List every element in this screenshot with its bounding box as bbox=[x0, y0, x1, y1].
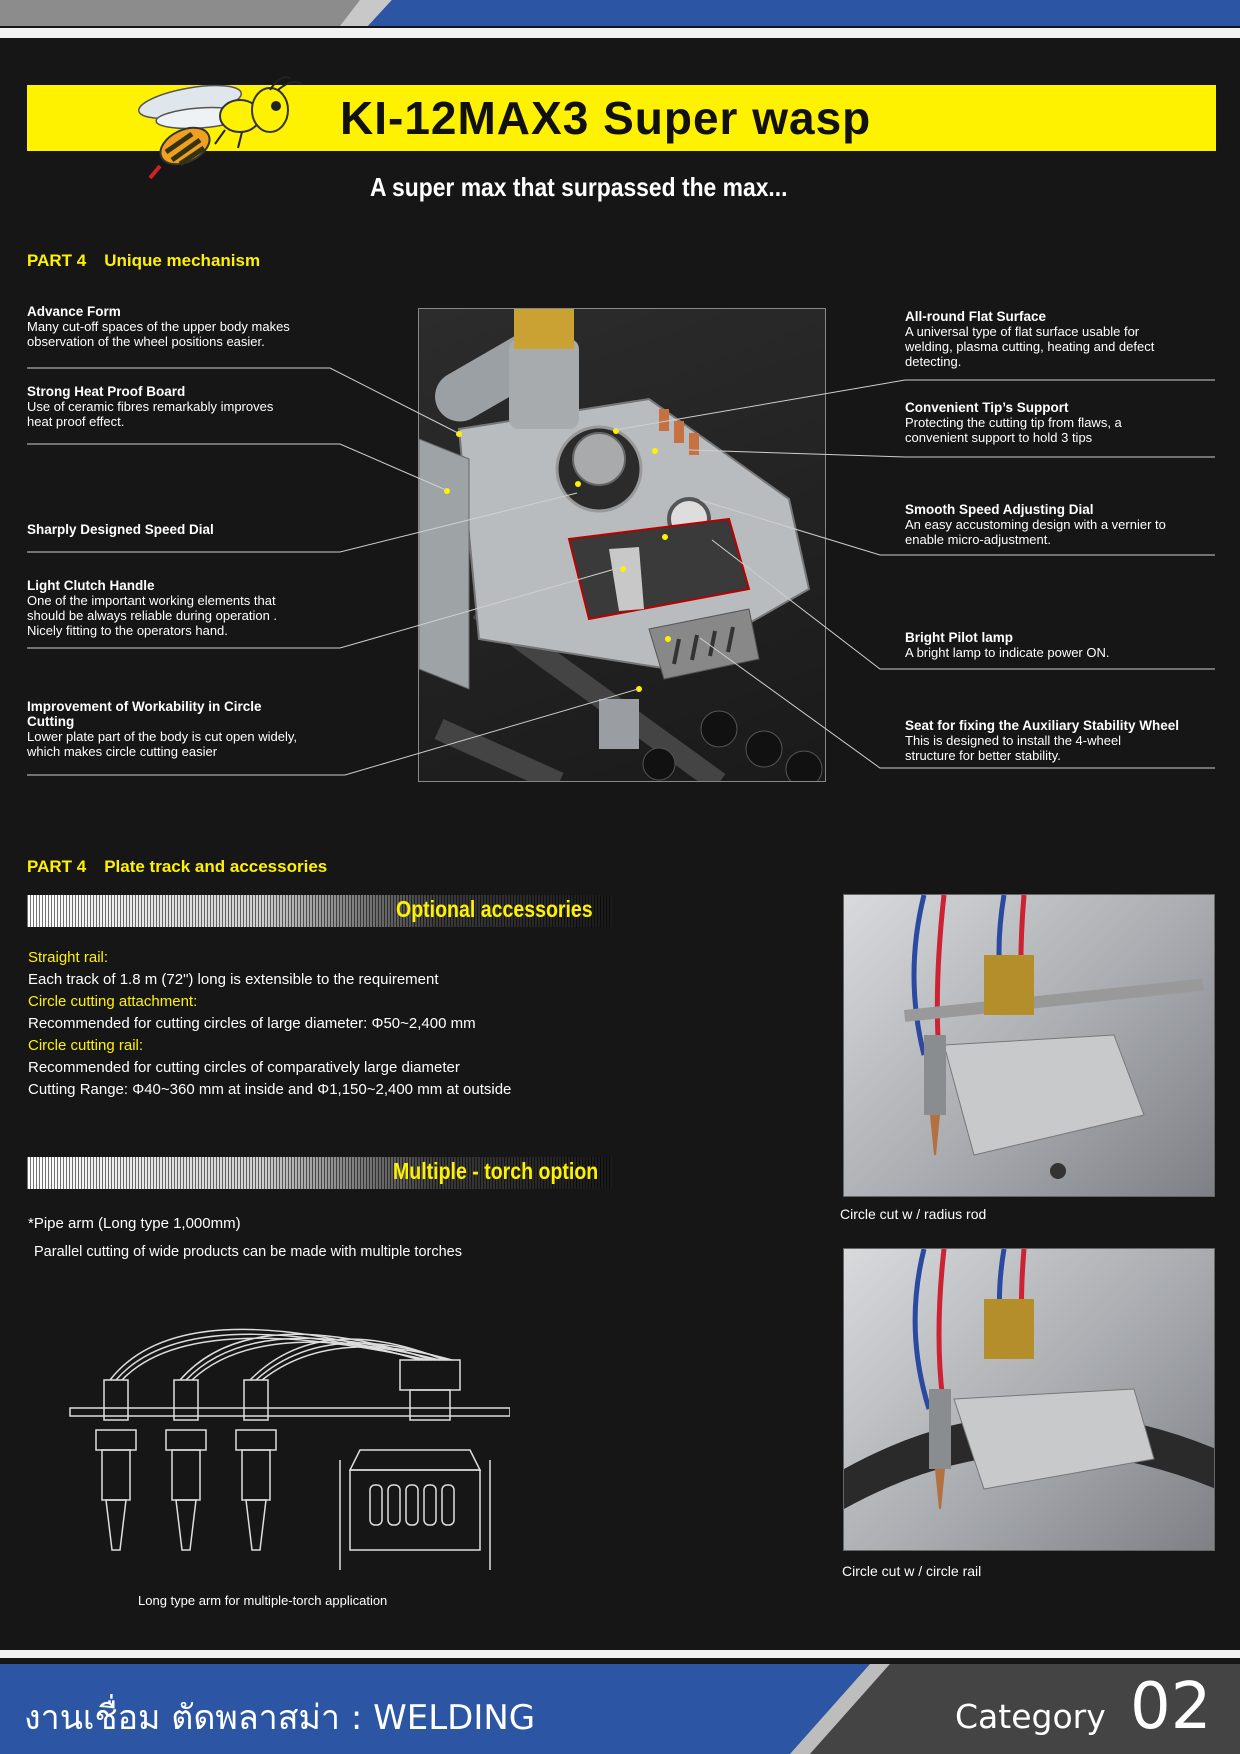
part2-label: PART 4 bbox=[27, 857, 87, 876]
circle-rail-label: Circle cutting rail: bbox=[28, 1037, 144, 1054]
product-photo bbox=[418, 308, 826, 782]
footer-divider bbox=[0, 1650, 1240, 1658]
optional-accessories-title: Optional accessories bbox=[396, 896, 593, 922]
callout-speed-dial: Sharply Designed Speed Dial bbox=[27, 522, 214, 537]
callout-clutch-handle: Light Clutch Handle One of the important… bbox=[27, 578, 278, 638]
part2-heading: PART 4 Plate track and accessories bbox=[27, 857, 327, 877]
diagram-caption: Long type arm for multiple-torch applica… bbox=[138, 1593, 388, 1608]
photo1-caption: Circle cut w / radius rod bbox=[840, 1206, 987, 1222]
optional-accessories-bar bbox=[27, 895, 612, 927]
category-label: Category bbox=[955, 1697, 1106, 1736]
radius-rod-illustration bbox=[904, 895, 1204, 1179]
pipe-arm-text: *Pipe arm (Long type 1,000mm) bbox=[28, 1215, 241, 1232]
callout-tip-support: Convenient Tip’s Support Protecting the … bbox=[905, 400, 1122, 445]
photo-radius-rod bbox=[843, 894, 1215, 1197]
page-subtitle: A super max that surpassed the max... bbox=[370, 172, 788, 202]
part1-heading: PART 4 Unique mechanism bbox=[27, 251, 260, 271]
callout-pilot-lamp: Bright Pilot lamp A bright lamp to indic… bbox=[905, 630, 1110, 660]
category-number: 02 bbox=[1130, 1670, 1212, 1744]
wasp-logo-icon bbox=[137, 76, 303, 180]
callout-advance-form: Advance Form Many cut-off spaces of the … bbox=[27, 304, 290, 349]
photo-circle-rail bbox=[843, 1248, 1215, 1551]
multi-torch-diagram bbox=[69, 1328, 510, 1570]
callout-leader-lines bbox=[27, 367, 1215, 776]
circle-attachment-text: Recommended for cutting circles of large… bbox=[28, 1015, 476, 1032]
circle-rail-text: Recommended for cutting circles of compa… bbox=[28, 1059, 460, 1076]
straight-rail-label: Straight rail: bbox=[28, 949, 109, 966]
callout-heat-proof-board: Strong Heat Proof Board Use of ceramic f… bbox=[27, 384, 274, 429]
footer-category-shape bbox=[790, 1664, 1240, 1754]
multiple-torch-bar bbox=[27, 1157, 612, 1189]
photo2-caption: Circle cut w / circle rail bbox=[842, 1563, 982, 1579]
circle-rail-illustration bbox=[844, 1249, 1214, 1509]
cutting-range-text: Cutting Range: Φ40~360 mm at inside and … bbox=[28, 1081, 512, 1098]
callout-circle-cutting: Improvement of Workability in Circle Cut… bbox=[27, 699, 298, 759]
part1-title: Unique mechanism bbox=[104, 251, 261, 270]
callout-flat-surface: All-round Flat Surface A universal type … bbox=[905, 309, 1155, 369]
callout-stability-wheel-seat: Seat for fixing the Auxiliary Stability … bbox=[905, 718, 1180, 763]
top-band bbox=[0, 0, 1240, 26]
footer-category-text: งานเชื่อม ตัดพลาสม่า : WELDING bbox=[24, 1698, 536, 1738]
carriage-illustration bbox=[419, 309, 823, 781]
optional-accessories-list: Straight rail: Each track of 1.8 m (72")… bbox=[28, 947, 728, 1101]
part2-title: Plate track and accessories bbox=[104, 857, 328, 876]
callout-speed-adjusting-dial: Smooth Speed Adjusting Dial An easy accu… bbox=[905, 502, 1166, 547]
part1-label: PART 4 bbox=[27, 251, 87, 270]
multiple-torch-title: Multiple - torch option bbox=[393, 1158, 599, 1184]
parallel-cutting-text: Parallel cutting of wide products can be… bbox=[34, 1244, 462, 1260]
top-divider bbox=[0, 28, 1240, 38]
straight-rail-text: Each track of 1.8 m (72") long is extens… bbox=[28, 971, 439, 988]
page-title: KI-12MAX3 Super wasp bbox=[340, 92, 872, 144]
circle-attachment-label: Circle cutting attachment: bbox=[28, 993, 198, 1010]
